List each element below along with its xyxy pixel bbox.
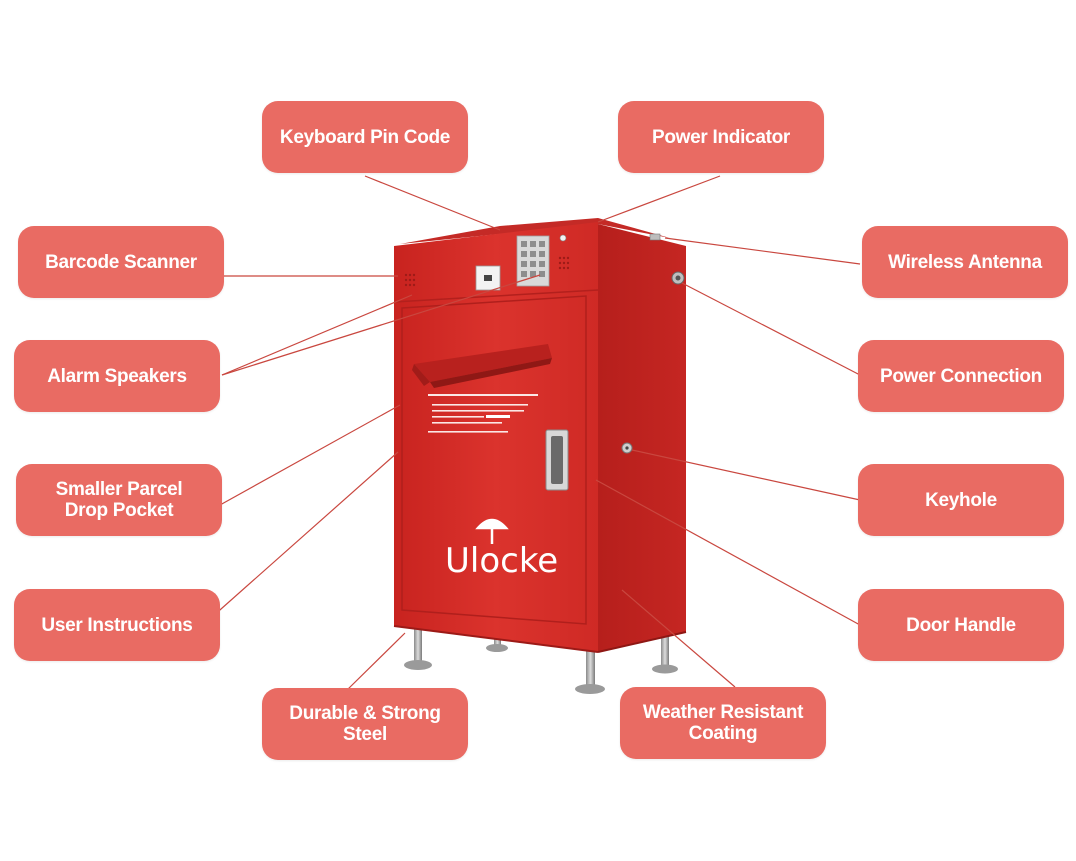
front-door (401, 295, 587, 625)
box-top-panel (400, 218, 670, 244)
leader-line (211, 451, 399, 618)
leader-line (344, 632, 406, 693)
power-connector-icon (671, 271, 685, 285)
leader-line (364, 175, 501, 231)
brand-logo-text: Ulocke (445, 541, 558, 581)
callout-weather-resistant-coating: Weather Resistant Coating (620, 687, 826, 759)
wireless-antenna-icon (649, 233, 661, 241)
speaker-grille-icon (558, 256, 570, 270)
callout-barcode-scanner: Barcode Scanner (18, 226, 224, 298)
callout-power-connection: Power Connection (858, 340, 1064, 412)
door-handle (545, 429, 569, 491)
leader-line (597, 175, 721, 223)
steel-leg (575, 648, 605, 694)
leader-line (631, 449, 861, 501)
steel-leg (652, 636, 678, 674)
user-instructions-panel (428, 394, 538, 433)
leader-line (595, 479, 861, 626)
callout-wireless-antenna: Wireless Antenna (862, 226, 1068, 298)
callout-keyhole: Keyhole (858, 464, 1064, 536)
callout-user-instructions: User Instructions (14, 589, 220, 661)
speaker-grille-icon (404, 273, 416, 287)
parcel-drop-pocket (412, 344, 552, 388)
leader-line (681, 282, 861, 376)
leader-line (664, 237, 861, 265)
callout-durable-strong-steel: Durable & Strong Steel (262, 688, 468, 760)
callout-power-indicator: Power Indicator (618, 101, 824, 173)
ulocke-logo-icon (475, 518, 509, 544)
leader-line (621, 589, 736, 688)
leader-line (221, 294, 413, 376)
steel-leg (404, 628, 432, 670)
power-indicator-led (559, 234, 567, 242)
keyhole-icon (621, 442, 633, 454)
box-front-panel (394, 222, 598, 652)
callout-door-handle: Door Handle (858, 589, 1064, 661)
callout-keyboard-pin-code: Keyboard Pin Code (262, 101, 468, 173)
leader-line (221, 274, 541, 376)
callout-smaller-parcel-drop-pocket: Smaller Parcel Drop Pocket (16, 464, 222, 536)
box-side-panel (598, 224, 686, 652)
leader-line (219, 404, 401, 506)
callout-alarm-speakers: Alarm Speakers (14, 340, 220, 412)
